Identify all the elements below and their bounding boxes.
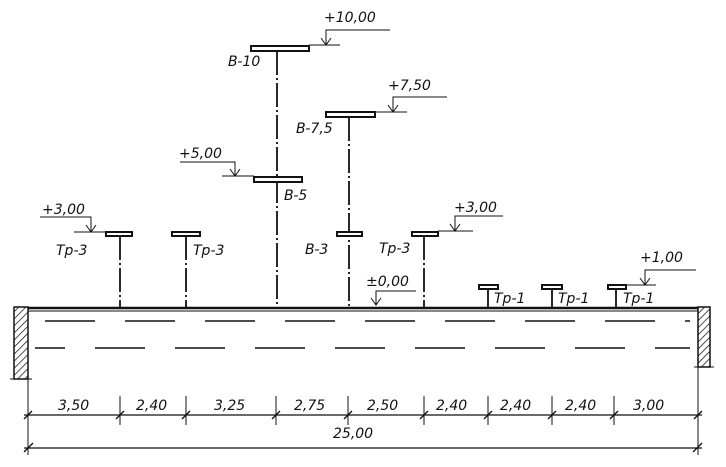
label-b10: B-10 [228,54,260,70]
elevation-mark-1: +1,00 [625,250,696,286]
svg-text:+10,00: +10,00 [324,10,376,26]
dimension-tick-slash [271,410,281,420]
post-tp3-3 [411,231,439,307]
elevation-mark-10: +10,00 [309,10,390,46]
elevation-mark-3-left: +3,00 [40,202,106,233]
label-tp1-2: Tp-1 [558,291,589,307]
label-tp1-1: Tp-1 [494,291,525,307]
dimension-chain: 3,50 2,40 3,25 2,75 2,50 2,40 2,40 2,40 … [23,396,703,425]
post-b10 [250,45,310,307]
label-tp1-3: Tp-1 [623,291,654,307]
svg-text:+7,50: +7,50 [388,78,431,94]
dimension-tick-slash [23,410,33,420]
elevation-mark-5: +5,00 [179,146,254,177]
label-b75: B-7,5 [296,121,333,137]
post-tp3-2 [171,231,201,307]
dimension-tick-slash [343,410,353,420]
svg-text:+5,00: +5,00 [179,146,222,162]
dim-span-3: 3,25 [214,398,245,414]
svg-text:+3,00: +3,00 [454,200,497,216]
svg-text:±0,00: ±0,00 [366,274,409,290]
dimension-total: 25,00 [23,426,703,453]
dimension-tick-slash [609,410,619,420]
dim-span-8: 2,40 [565,398,596,414]
svg-text:+3,00: +3,00 [42,202,85,218]
post-tp1-3 [607,284,627,307]
dimension-tick-slash [547,410,557,420]
dim-span-4: 2,75 [294,398,325,414]
elevation-mark-7-5: +7,50 [375,78,447,113]
label-tp3-1: Tp-3 [56,243,87,259]
dimension-tick-slash [115,410,125,420]
elevation-mark-0: ±0,00 [366,274,416,306]
dimension-tick-slash [693,410,703,420]
label-b3: B-3 [305,242,328,258]
dim-span-6: 2,40 [436,398,467,414]
dim-span-5: 2,50 [367,398,398,414]
dim-span-9: 3,00 [633,398,664,414]
label-tp3-3: Tp-3 [379,241,410,257]
dimension-tick-slash [483,410,493,420]
label-tp3-2: Tp-3 [193,243,224,259]
post-tp3-1 [105,231,133,307]
dim-span-1: 3,50 [58,398,89,414]
dim-total: 25,00 [333,426,373,442]
elevation-mark-3-right: +3,00 [438,200,503,232]
post-b75 [325,111,376,307]
svg-text:+1,00: +1,00 [640,250,683,266]
label-b5: B-5 [284,188,307,204]
post-tp1-1 [478,284,499,307]
post-tp1-2 [541,284,563,307]
dimension-tick-slash [419,410,429,420]
right-wall [694,306,714,368]
left-wall [10,306,32,380]
dim-span-2: 2,40 [136,398,167,414]
dim-span-7: 2,40 [500,398,531,414]
dimension-tick-slash [181,410,191,420]
